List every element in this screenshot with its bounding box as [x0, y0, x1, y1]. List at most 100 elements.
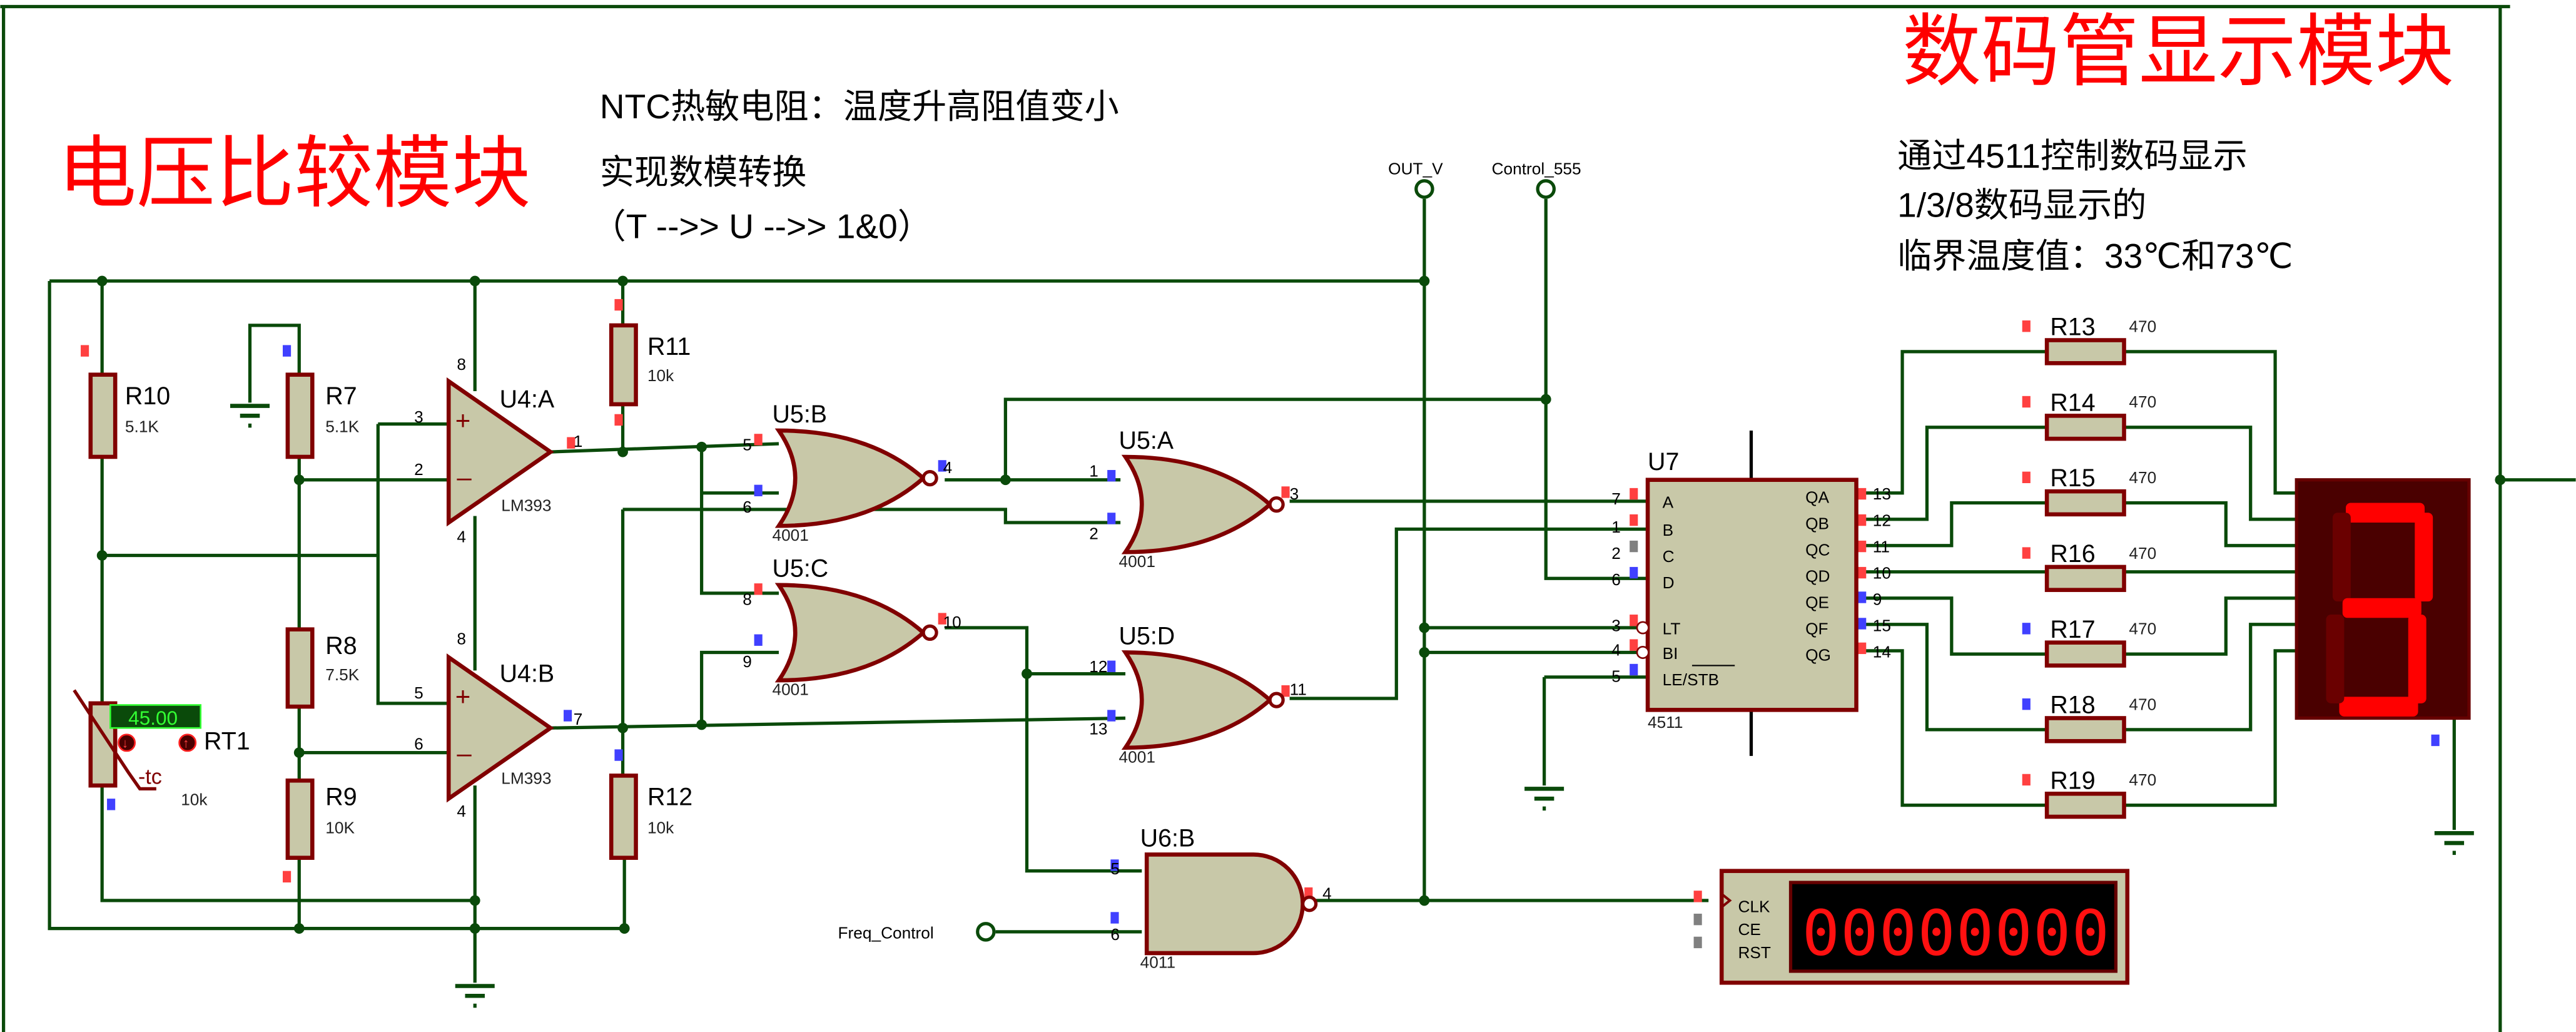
wire [550, 716, 1126, 730]
pin-state-marker [2022, 623, 2031, 635]
pin-state-marker [1281, 486, 1290, 498]
u4b-pin-out: 7 [574, 710, 583, 728]
opamp-body [446, 377, 554, 527]
u4a-pin-vcc: 8 [457, 355, 466, 374]
wire [1856, 596, 2047, 656]
segment-resistor-ref: R16 [2050, 540, 2095, 568]
resistor-r9 [285, 778, 315, 860]
u7-input-5: BI [1663, 644, 1678, 663]
terminal-freq-control[interactable] [976, 922, 996, 942]
note-right-1: 通过4511控制数码显示 [1897, 136, 2248, 175]
u5a-ref: U5:A [1119, 427, 1174, 454]
pin-state-marker [754, 583, 763, 595]
opamp-body [446, 653, 554, 803]
u7-output-pin-0: 13 [1873, 484, 1891, 503]
segment-resistor-value: 470 [2129, 392, 2156, 411]
wire [2124, 350, 2297, 495]
pin-state-marker [2431, 734, 2440, 747]
counter-display [1788, 881, 2118, 973]
pin-state-marker [2022, 396, 2031, 408]
pin-state-marker [2022, 547, 2031, 559]
u7-output-2: QC [1805, 541, 1830, 559]
u4b-pin-minus: 6 [414, 734, 423, 753]
components: +–+– [73, 299, 2474, 1008]
resistor-r10 [88, 372, 118, 459]
counter-rst-label: RST [1738, 943, 1770, 962]
junction-dot [617, 446, 628, 457]
nand-gate-u6b [1144, 852, 1318, 956]
nor-gate-u5d [1121, 650, 1285, 750]
temperature-display [109, 704, 202, 729]
u6b-pin-in1: 5 [1110, 859, 1120, 878]
decoder-u7 [1645, 478, 1858, 712]
pin-state-marker [564, 710, 572, 722]
r12-value: 10k [647, 818, 674, 837]
minus-sign: – [457, 738, 472, 767]
pin-state-marker [1693, 891, 1702, 902]
junction-dot [96, 550, 108, 561]
pin-state-marker [1110, 912, 1119, 924]
r11-value: 10k [647, 366, 674, 385]
segment-resistor-value: 470 [2129, 317, 2156, 335]
u4b-pin-gnd: 4 [457, 802, 466, 820]
wire [376, 424, 449, 705]
segment-f [2333, 513, 2351, 602]
u5c-part: 4001 [772, 680, 808, 699]
u7-output-6: QG [1805, 646, 1831, 665]
u7-ref: U7 [1648, 448, 1679, 476]
pin-state-marker [2022, 320, 2031, 332]
note-left-1: NTC热敏电阻：温度升高阻值变小 [600, 87, 1119, 126]
terminal-control-555-label: Control_555 [1492, 159, 1581, 178]
u7-input-2: C [1663, 547, 1675, 566]
u6b-pin-in2: 6 [1110, 925, 1120, 944]
u4b-ref: U4:B [500, 660, 555, 688]
right-module-title: 数码管显示模块 [1902, 8, 2454, 96]
u7-output-3: QD [1805, 567, 1830, 586]
junction-dot [293, 923, 305, 934]
r12-ref: R12 [647, 784, 692, 811]
pin-state-marker [1858, 540, 1867, 553]
pin-state-marker [2022, 471, 2031, 483]
r9-value: 10K [325, 818, 355, 837]
resistor-r18 [2044, 716, 2126, 743]
r8-ref: R8 [325, 632, 357, 660]
pin-state-marker [1630, 639, 1638, 651]
nor-gate-u5a [1121, 454, 1285, 554]
pin-state-marker [1858, 566, 1867, 579]
u4a-pin-plus: 3 [414, 407, 423, 426]
resistor-r15 [2044, 489, 2126, 517]
temperature-decrease-button[interactable] [118, 733, 136, 752]
minus-sign: – [457, 462, 472, 491]
u7-input-1: B [1663, 521, 1674, 539]
u7-output-pin-5: 15 [1873, 616, 1891, 635]
u6b-ref: U6:B [1140, 824, 1195, 852]
segment-a [2346, 503, 2425, 523]
pin-state-marker [754, 634, 763, 646]
wire [699, 447, 779, 595]
pin-state-marker [1110, 859, 1119, 871]
u4a-pin-gnd: 4 [457, 528, 466, 546]
terminal-control-555[interactable] [1536, 179, 1556, 199]
pin-state-marker [1107, 710, 1116, 722]
wire [2124, 649, 2297, 807]
pin-state-marker [567, 437, 576, 449]
junction-dot [1419, 622, 1430, 633]
ground-symbol [230, 404, 270, 428]
thermistor-slash [73, 689, 156, 791]
temperature-increase-button[interactable] [178, 733, 197, 752]
note-right-3: 临界温度值：33℃和73℃ [1897, 237, 2293, 275]
terminal-out-v[interactable] [1414, 179, 1434, 199]
plus-sign: + [455, 406, 471, 435]
u5a-pin-out: 3 [1290, 484, 1299, 503]
segment-g [2342, 598, 2421, 618]
pin-state-marker [81, 345, 89, 357]
wire [1856, 623, 2047, 732]
segment-resistor-value: 470 [2129, 544, 2156, 563]
u7-input-0: A [1663, 493, 1674, 511]
r7-ref: R7 [325, 382, 357, 410]
wire [2124, 426, 2297, 521]
gate-labels: U5:B4001564U5:C40018910U5:A4001123U5:D40… [743, 401, 1332, 972]
pin-state-marker [1630, 514, 1638, 526]
note-left-3: （T -->> U -->> 1&0） [592, 207, 932, 246]
